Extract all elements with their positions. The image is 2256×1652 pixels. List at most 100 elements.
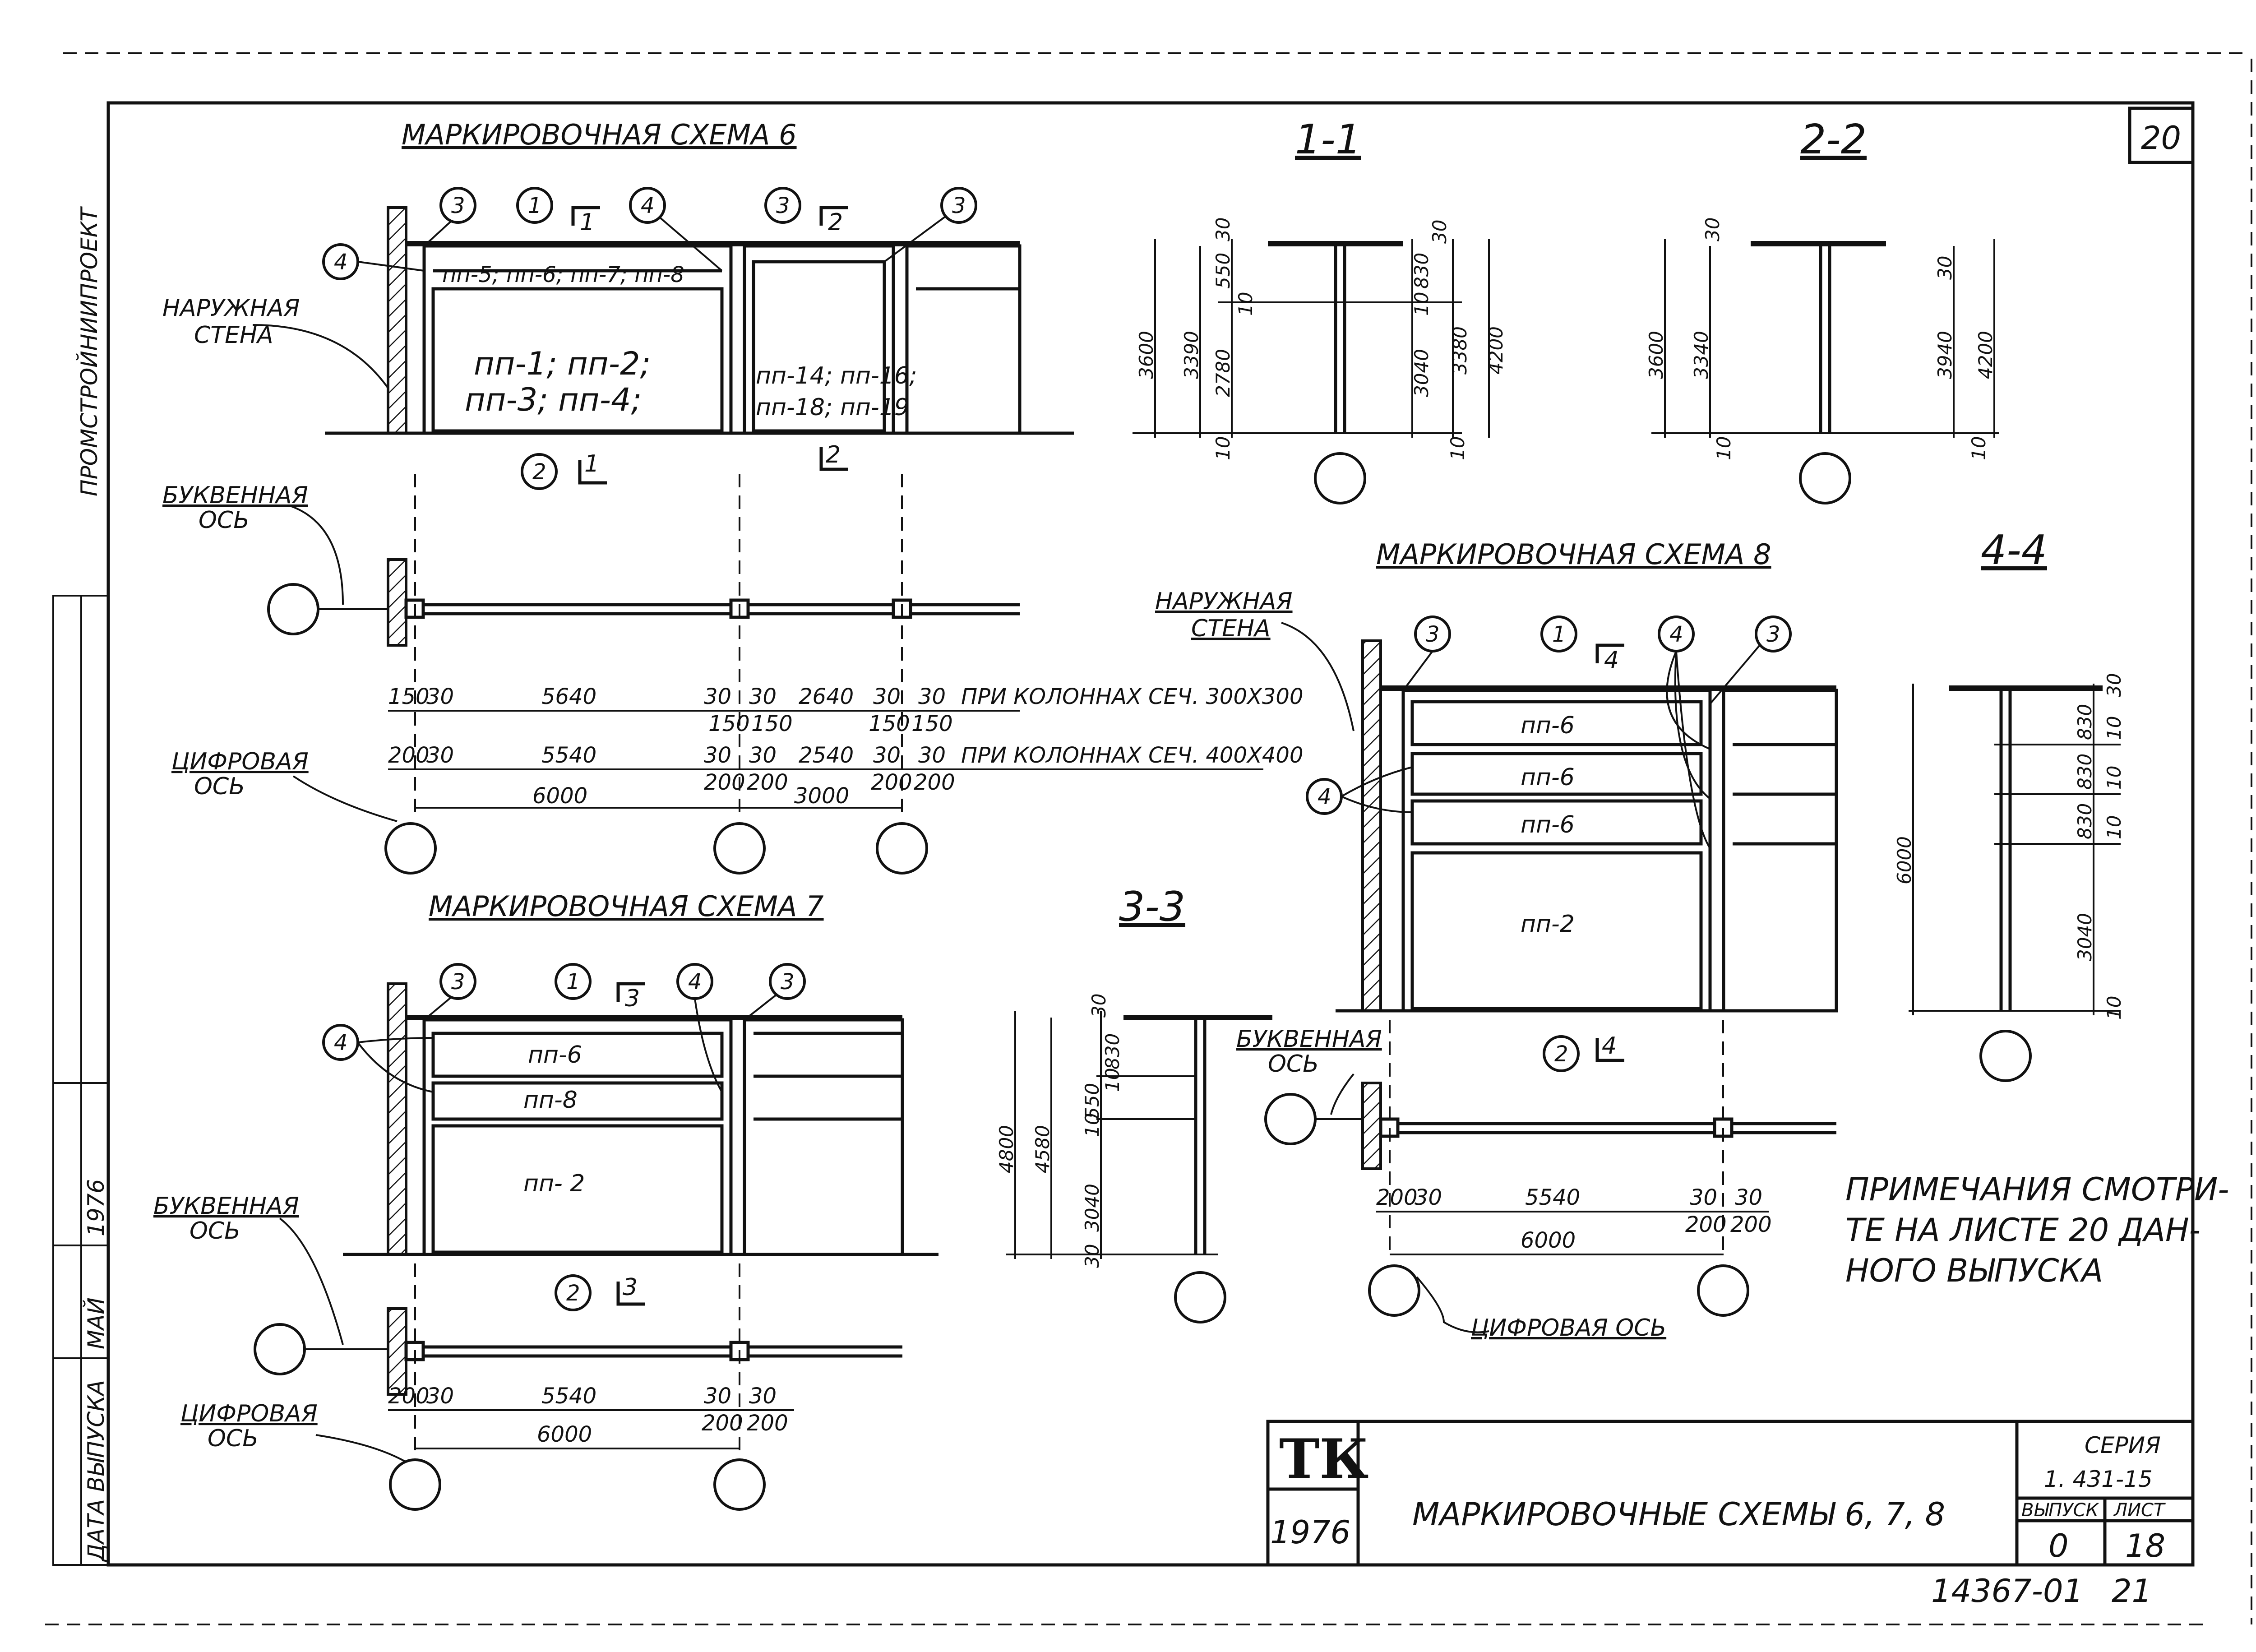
section-1-1-dim-l-4: 30 [1212, 217, 1234, 241]
scheme-7-mark-5: 4 [334, 1030, 348, 1055]
scheme-6-row2b-1: 200 [747, 770, 788, 795]
scheme-6-section-mark-3: 1 [584, 450, 599, 477]
section-2-2: 2-2 3600 3340 30 10 30 3940 4200 10 [1645, 116, 1999, 504]
section-3-3-dim-1: 4580 [1031, 1125, 1054, 1173]
sheet-number-top: 20 [2141, 120, 2181, 157]
scheme-6-row2-note: ПРИ КОЛОННАХ СЕЧ. 400Х400 [961, 743, 1303, 768]
section-4-4-dim-0: 6000 [1893, 836, 1915, 884]
scheme-8-mark-6: 2 [1554, 1041, 1568, 1067]
scheme-6-row1b-0: 150 [708, 711, 750, 736]
section-4-4-dim-2: 830 [2074, 704, 2096, 740]
notes: ПРИМЕЧАНИЯ СМОТРИ- ТЕ НА ЛИСТЕ 20 ДАН- Н… [1845, 1171, 2229, 1289]
scheme-6-row1b-3: 150 [911, 711, 953, 736]
scheme-7-mark-4: 3 [781, 969, 795, 995]
section-1-1-dim-r-2: 10 [1410, 292, 1433, 316]
scheme-8-row1b-1: 200 [1730, 1212, 1772, 1237]
scheme-8-digit-axis: ЦИФРОВАЯ ОСЬ [1471, 1314, 1666, 1342]
scheme-8-total: 6000 [1521, 1228, 1576, 1253]
section-4-4-dim-4: 830 [2074, 754, 2096, 790]
scheme-7-panel-3: пп- 2 [523, 1170, 585, 1197]
section-1-1-dim-r-6: 10 [1447, 436, 1469, 460]
section-2-2-dim-l-1: 3340 [1690, 331, 1712, 379]
scheme-6-mark-7: 2 [532, 459, 546, 485]
scheme-8-section-mark-1: 4 [1604, 647, 1619, 674]
title-block-year: 1976 [1270, 1514, 1350, 1551]
section-2-2-dim-l-0: 3600 [1645, 331, 1667, 379]
scheme-6-letter-axis-1: БУКВЕННАЯ [162, 482, 308, 509]
scheme-6-row1b-2: 150 [869, 711, 910, 736]
section-2-2-dim-r-2: 4200 [1974, 331, 1997, 379]
section-2-2-dim-r-0: 30 [1934, 256, 1956, 280]
scheme-6-row2-4: 30 [749, 743, 777, 768]
scheme-6-row2-3: 30 [704, 743, 731, 768]
title-block: ТК 1976 МАРКИРОВОЧНЫЕ СХЕМЫ 6, 7, 8 СЕРИ… [1266, 1420, 2195, 1567]
section-1-1-dim-r-3: 3040 [1410, 349, 1433, 397]
scheme-6-mark-2: 1 [528, 193, 542, 218]
scheme-6-panels-top: пп-5; пп-6; пп-7; пп-8 [442, 262, 684, 287]
scheme-6-section-mark-2: 2 [828, 209, 843, 236]
scheme-6-mark-5: 3 [952, 193, 966, 218]
title-block-title: МАРКИРОВОЧНЫЕ СХЕМЫ 6, 7, 8 [1412, 1496, 1945, 1533]
scheme-8-row1-0: 200 [1376, 1185, 1418, 1210]
section-1-1-dim-l-2: 2780 [1212, 349, 1234, 397]
scheme-6-row1-1: 30 [426, 684, 454, 709]
title-block-logo: ТК [1279, 1427, 1368, 1491]
scheme-8-outer-wall-2: СТЕНА [1191, 615, 1271, 642]
section-4-4-dim-5: 10 [2103, 766, 2125, 790]
scheme-7-mark-1: 3 [451, 969, 465, 995]
scheme-7-digit-axis-2: ОСЬ [208, 1425, 259, 1452]
scheme-6: МАРКИРОВОЧНАЯ СХЕМА 6 НАРУЖНАЯ СТЕНА пп-… [162, 118, 1303, 875]
scheme-8-section-mark-2: 4 [1602, 1032, 1617, 1060]
section-1-1-dim-l-1: 3390 [1180, 331, 1202, 379]
scheme-7-panel-1: пп-6 [528, 1041, 582, 1069]
title-block-sheet-label: ЛИСТ [2113, 1500, 2166, 1521]
scheme-6-section-mark-1: 1 [580, 209, 595, 236]
scheme-8-row1b-0: 200 [1685, 1212, 1727, 1237]
section-1-1: 1-1 3600 3390 2780 550 30 10 10 30 830 1… [1133, 116, 1507, 504]
scheme-8-panel-4: пп-2 [1521, 911, 1575, 938]
scheme-6-row2b-0: 200 [704, 770, 745, 795]
scheme-6-outer-wall-1: НАРУЖНАЯ [162, 295, 300, 322]
section-4-4: 4-4 6000 30 830 10 830 10 830 10 3040 10 [1893, 527, 2125, 1082]
section-3-3-dim-5: 10 [1081, 1113, 1103, 1137]
section-4-4-dim-9: 10 [2103, 996, 2125, 1020]
scheme-6-row2-6: 30 [873, 743, 901, 768]
scheme-7-row1-1: 30 [426, 1384, 454, 1409]
scheme-7: МАРКИРОВОЧНАЯ СХЕМА 7 пп-6 пп-8 пп- 2 3 … [153, 890, 938, 1511]
scheme-6-row1-3: 30 [704, 684, 731, 709]
section-3-3-dim-4: 10 [1101, 1068, 1123, 1092]
section-1-1-title: 1-1 [1295, 116, 1361, 163]
page-number: 21 [2112, 1573, 2152, 1610]
scheme-6-title: МАРКИРОВОЧНАЯ СХЕМА 6 [402, 118, 797, 151]
section-3-3-dim-0: 4800 [995, 1125, 1017, 1173]
scheme-6-row1-7: 30 [918, 684, 946, 709]
scheme-7-row1-0: 200 [388, 1384, 430, 1409]
scheme-8-outer-wall-1: НАРУЖНАЯ [1155, 588, 1293, 615]
scheme-6-total-0: 6000 [532, 783, 587, 809]
section-3-3-title: 3-3 [1119, 883, 1185, 930]
scheme-6-digit-axis-2: ОСЬ [194, 773, 245, 800]
scheme-8-panel-2: пп-6 [1521, 764, 1575, 791]
section-1-1-dim-r-0: 30 [1428, 220, 1451, 244]
scheme-6-mark-3: 4 [641, 193, 655, 218]
scheme-7-row1-3: 30 [704, 1384, 731, 1409]
scheme-6-row1-2: 5640 [541, 684, 596, 709]
scheme-8-row1-2: 5540 [1525, 1185, 1580, 1210]
scheme-6-outer-wall-2: СТЕНА [194, 322, 273, 349]
scheme-6-mark-6: 4 [334, 250, 348, 275]
scheme-6-row2b-2: 200 [871, 770, 912, 795]
section-2-2-dim-l-3: 10 [1713, 436, 1735, 460]
section-3-3-dim-2: 550 [1081, 1083, 1103, 1119]
scheme-6-total-1: 3000 [794, 783, 849, 809]
scheme-8-panel-3: пп-6 [1521, 811, 1575, 838]
scheme-6-row1-5: 2640 [799, 684, 854, 709]
sheet-number-box: 20 [2128, 106, 2195, 164]
scheme-7-mark-3: 4 [688, 969, 702, 995]
section-4-4-dim-7: 10 [2103, 815, 2125, 839]
section-3-3-dim-3: 830 [1101, 1033, 1123, 1069]
scheme-6-panels-right-2: пп-18; пп-19 [756, 394, 909, 421]
scheme-6-row1-4: 30 [749, 684, 777, 709]
scheme-8: МАРКИРОВОЧНАЯ СХЕМА 8 НАРУЖНАЯ СТЕНА пп-… [1155, 538, 1838, 1342]
title-block-sheet: 18 [2125, 1527, 2165, 1564]
scheme-6-row1-6: 30 [873, 684, 901, 709]
